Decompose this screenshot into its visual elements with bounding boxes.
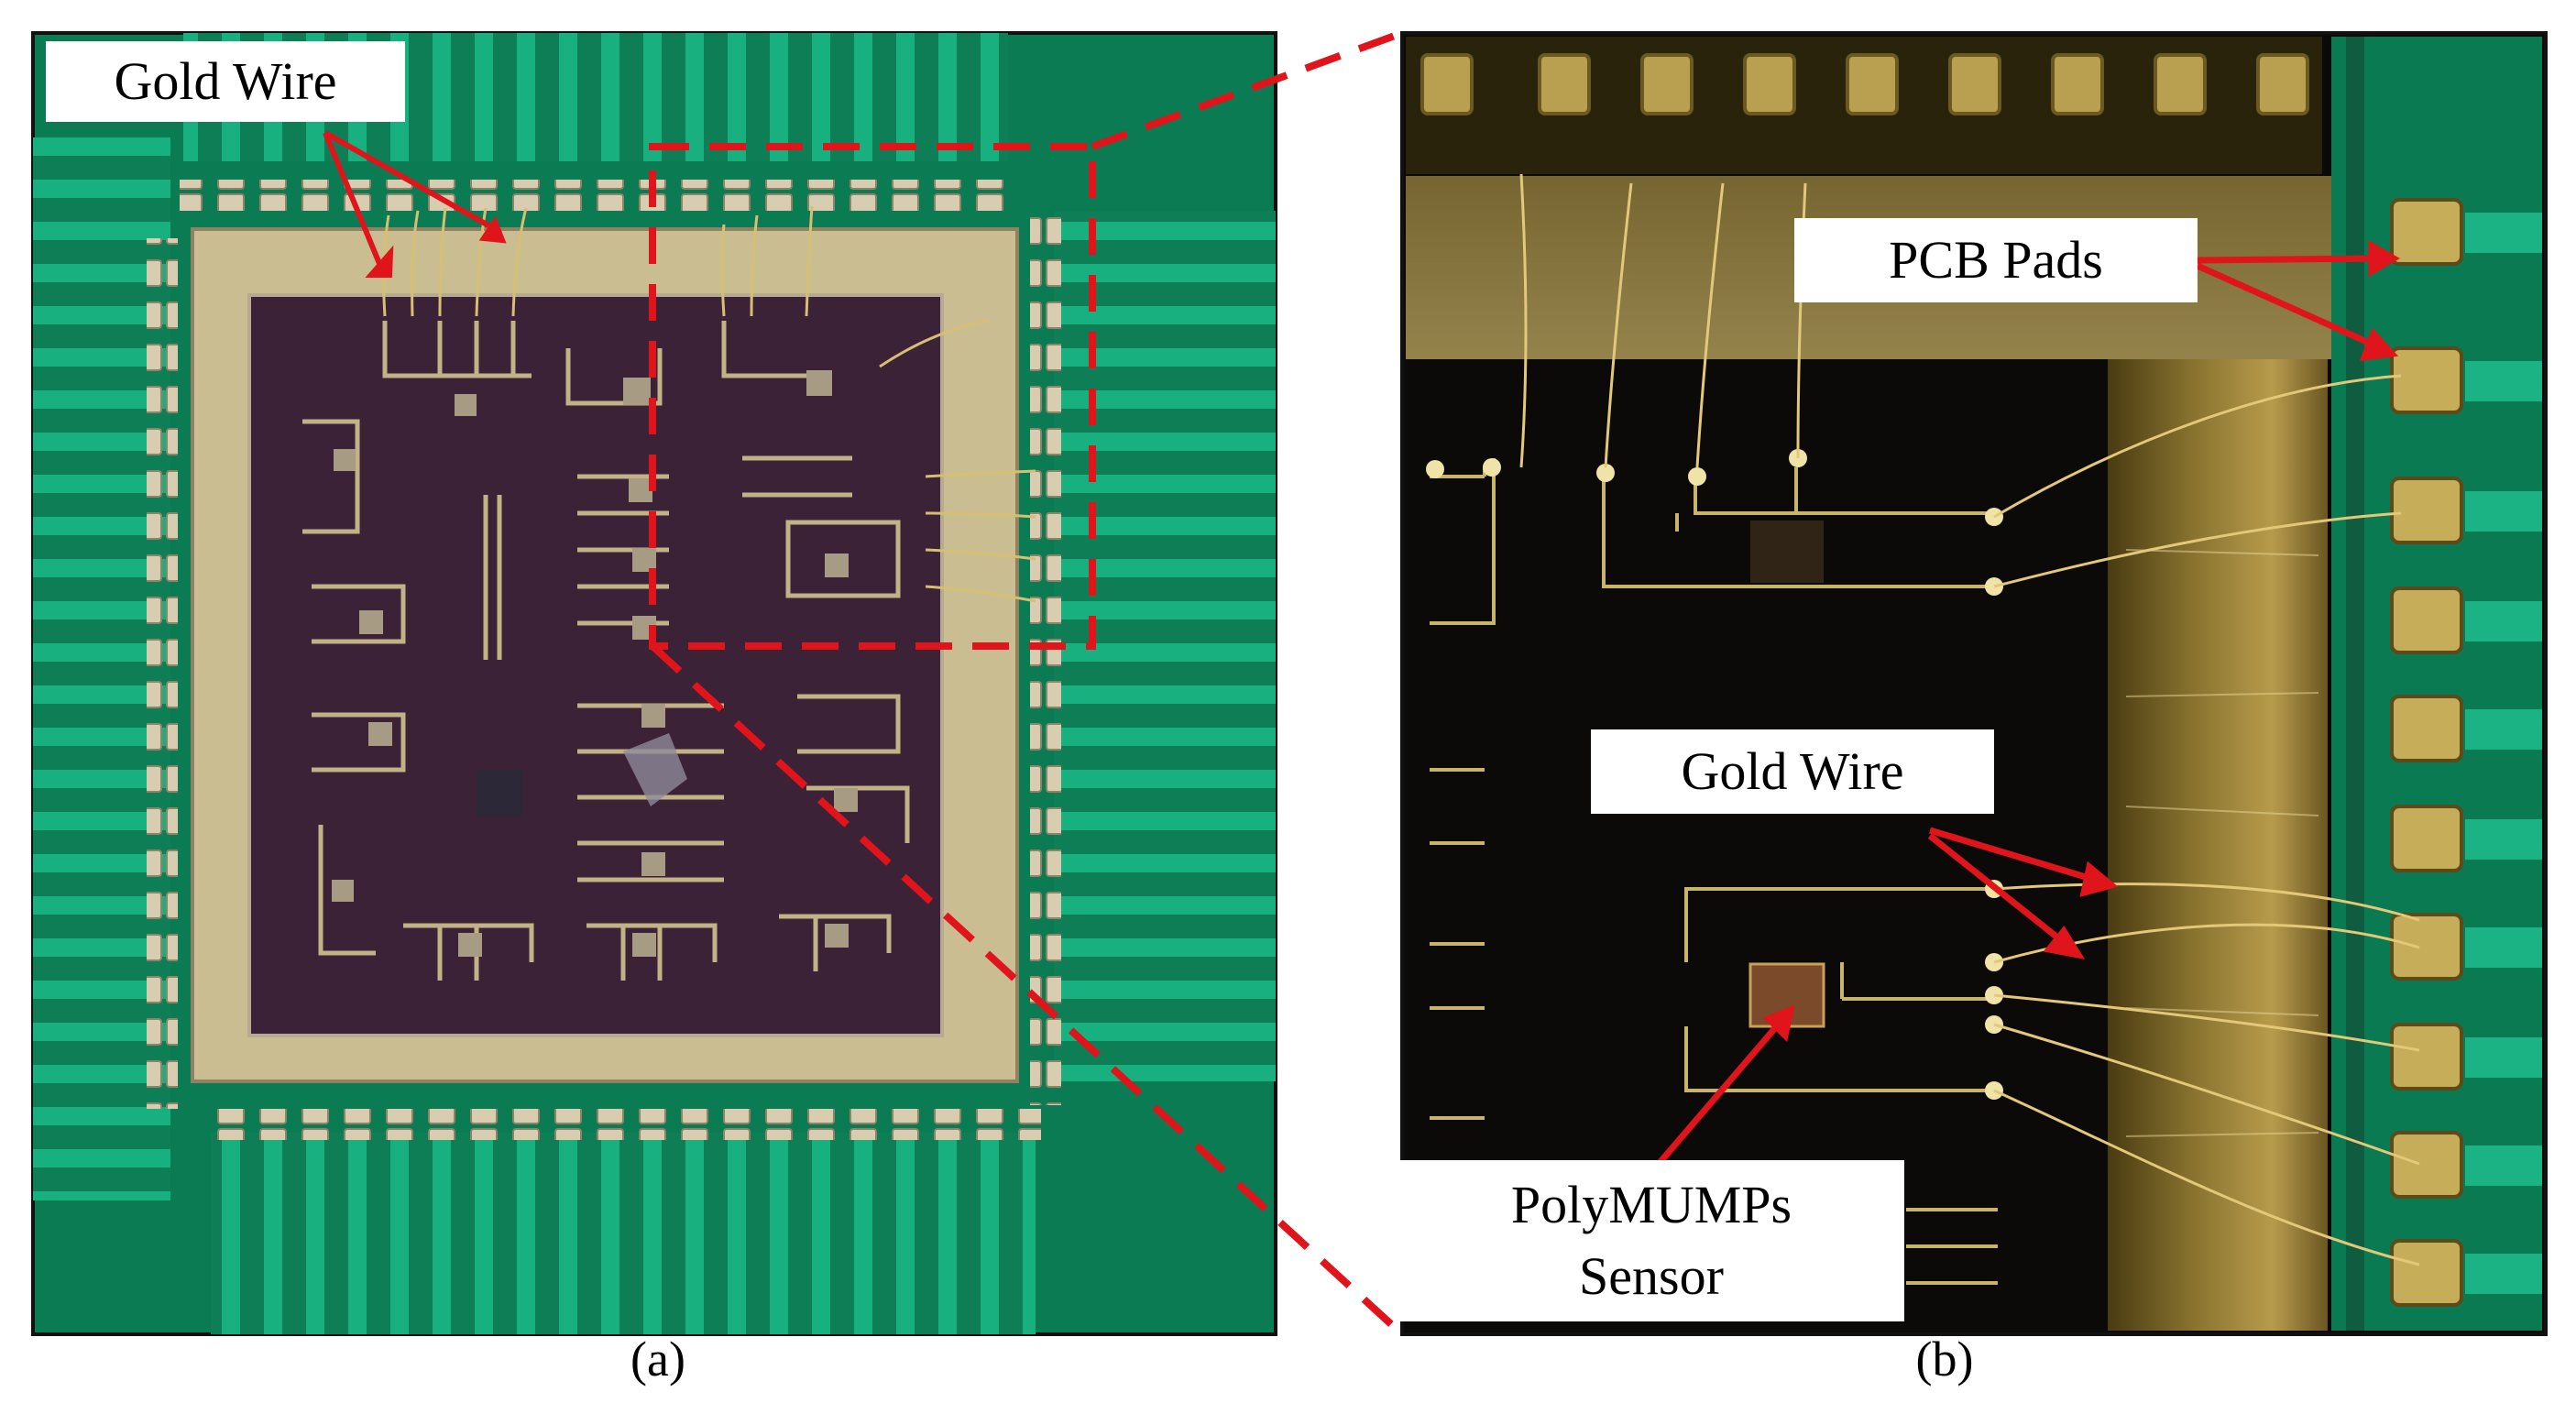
sensor-arrow xyxy=(1656,1004,1795,1167)
sensor-membrane xyxy=(623,733,687,806)
gold-wire-callout-a: Gold Wire xyxy=(46,41,405,122)
pcb-pads-callout: PCB Pads xyxy=(1794,218,2198,302)
die-traces-b xyxy=(1430,458,1998,1285)
top-pads-b xyxy=(1420,53,2309,115)
panel-label-a: (a) xyxy=(630,1332,685,1387)
gold-wire-callout-b: Gold Wire xyxy=(1591,729,1994,814)
gold-wires-b xyxy=(1519,173,2420,1266)
pcb-pad-arrows xyxy=(2196,239,2400,362)
polymumps-sensor-callout: PolyMUMPs Sensor xyxy=(1398,1160,1904,1321)
panel-label-b: (b) xyxy=(1915,1332,1974,1387)
pcb-pads-b xyxy=(2390,198,2542,1307)
gold-wire-arrows-b xyxy=(1927,827,2119,959)
die-bond-pads xyxy=(332,370,858,957)
sensor-callout-line1: PolyMUMPs xyxy=(1510,1175,1792,1234)
gold-wire-arrows-a xyxy=(323,130,507,278)
sensor-callout-line2: Sensor xyxy=(1579,1246,1724,1306)
zoom-indicator xyxy=(649,29,1405,1337)
